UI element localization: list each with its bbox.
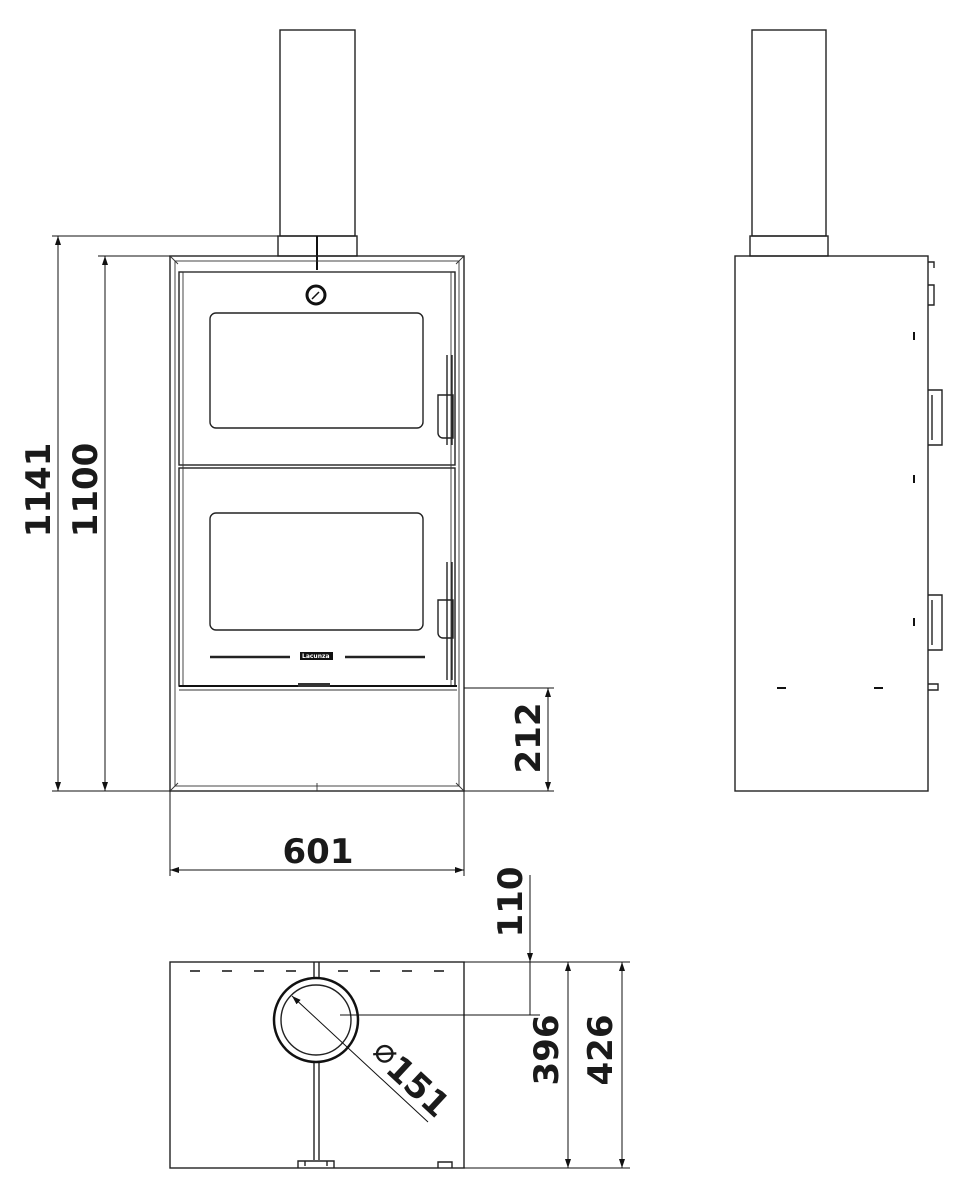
- brand-logo: Lacunza: [300, 652, 333, 660]
- front-view: Lacunza: [169, 29, 465, 792]
- upper-window: [209, 312, 424, 429]
- svg-text:Lacunza: Lacunza: [302, 653, 330, 660]
- side-view: [734, 29, 943, 792]
- dim-depth: 426: [581, 1015, 621, 1086]
- door-handle-icon: [437, 355, 454, 680]
- top-body: [169, 961, 465, 1169]
- dim-base-height: 212: [509, 703, 549, 774]
- lower-window: [209, 512, 424, 631]
- thermometer-gauge-icon: [305, 284, 327, 306]
- side-body: [734, 255, 929, 792]
- stove-body: [169, 255, 465, 792]
- flue-outlet: [272, 976, 360, 1064]
- dim-width: 601: [283, 832, 354, 872]
- side-flue-pipe: [751, 29, 827, 237]
- upper-door: [178, 271, 456, 466]
- dim-flue-center-depth: 396: [527, 1015, 567, 1086]
- dim-flue-offset: 110: [491, 867, 531, 938]
- dim-total-height: 1141: [19, 443, 59, 538]
- dimension-lines: [52, 235, 630, 1169]
- dim-body-height: 1100: [66, 443, 106, 538]
- flue-pipe: [279, 29, 356, 237]
